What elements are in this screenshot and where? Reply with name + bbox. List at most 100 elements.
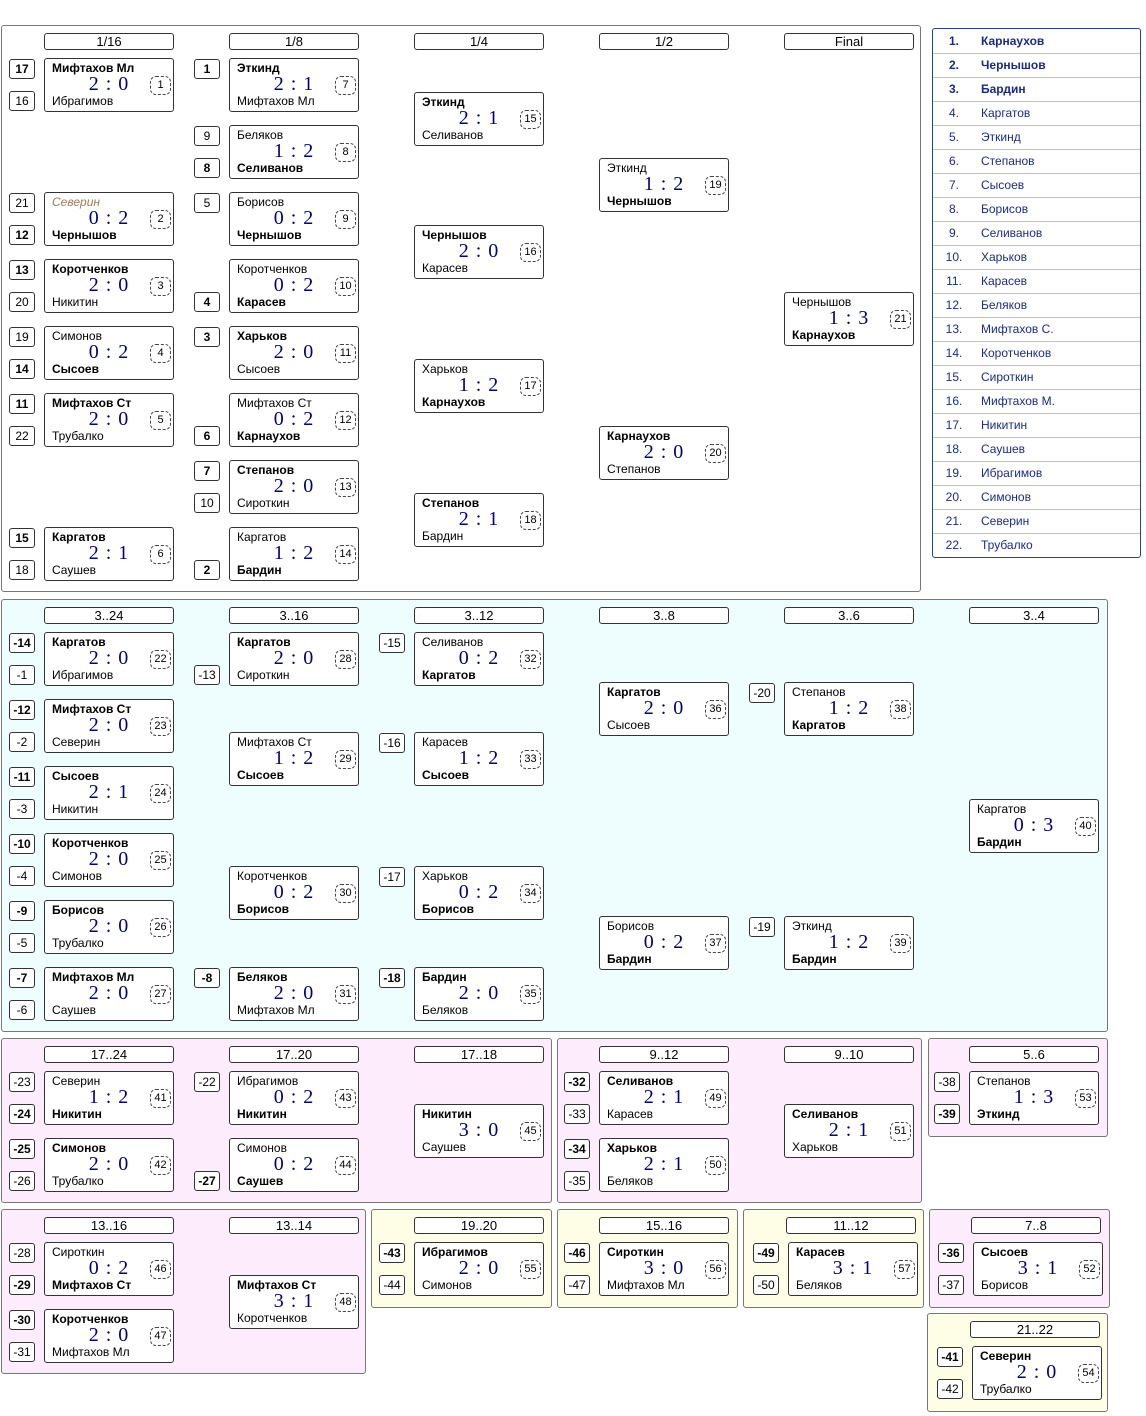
player-top-name: Харьков [607, 1141, 657, 1155]
match-score: 2 : 0 [88, 647, 130, 669]
seed-number: -30 [9, 1310, 35, 1330]
player-top-name: Северин [52, 195, 100, 209]
round-header: 5..6 [969, 1046, 1099, 1063]
match-score: 2 : 1 [828, 1119, 870, 1141]
seed-number: -9 [9, 901, 35, 921]
match-score: 0 : 2 [273, 207, 315, 229]
match-score: 1 : 2 [273, 140, 315, 162]
player-top-name: Сироткин [607, 1245, 664, 1259]
match-score: 3 : 0 [458, 1119, 500, 1141]
seed-number: -26 [9, 1171, 35, 1191]
player-top-name: Степанов [977, 1074, 1031, 1088]
match-number: 50 [705, 1156, 726, 1175]
player-top-name: Ибрагимов [237, 1074, 299, 1088]
player-top-name: Каргатов [52, 635, 106, 649]
match-score: 2 : 1 [458, 508, 500, 530]
seed-number: -35 [564, 1171, 590, 1191]
player-bottom-name: Коротченков [237, 1311, 308, 1325]
match-number: 15 [520, 110, 541, 129]
player-top-name: Бардин [422, 970, 467, 984]
player-top-name: Борисов [237, 195, 285, 209]
match-score: 1 : 2 [643, 173, 685, 195]
seed-number: 2 [194, 560, 220, 580]
match-number: 2 [150, 210, 171, 229]
seed-number: -16 [379, 733, 405, 753]
match-score: 0 : 2 [273, 881, 315, 903]
player-bottom-name: Ибрагимов [52, 94, 114, 108]
seed-number: 5 [194, 193, 220, 213]
match-score: 2 : 0 [88, 982, 130, 1004]
ranking-row: 7.Сысоев [933, 174, 1140, 198]
player-bottom-name: Симонов [422, 1278, 472, 1292]
ranking-place: 2. [948, 58, 959, 72]
ranking-place: 14. [945, 346, 963, 360]
player-bottom-name: Никитин [52, 802, 99, 816]
ranking-place: 8. [948, 202, 959, 216]
ranking-place: 12. [945, 298, 963, 312]
ranking-row: 11.Карасев [933, 270, 1140, 294]
round-header: 19..20 [414, 1217, 544, 1234]
player-bottom-name: Саушев [422, 1140, 467, 1154]
seed-number: -38 [934, 1072, 960, 1092]
match-score: 2 : 1 [458, 107, 500, 129]
ranking-name: Селиванов [981, 226, 1043, 240]
